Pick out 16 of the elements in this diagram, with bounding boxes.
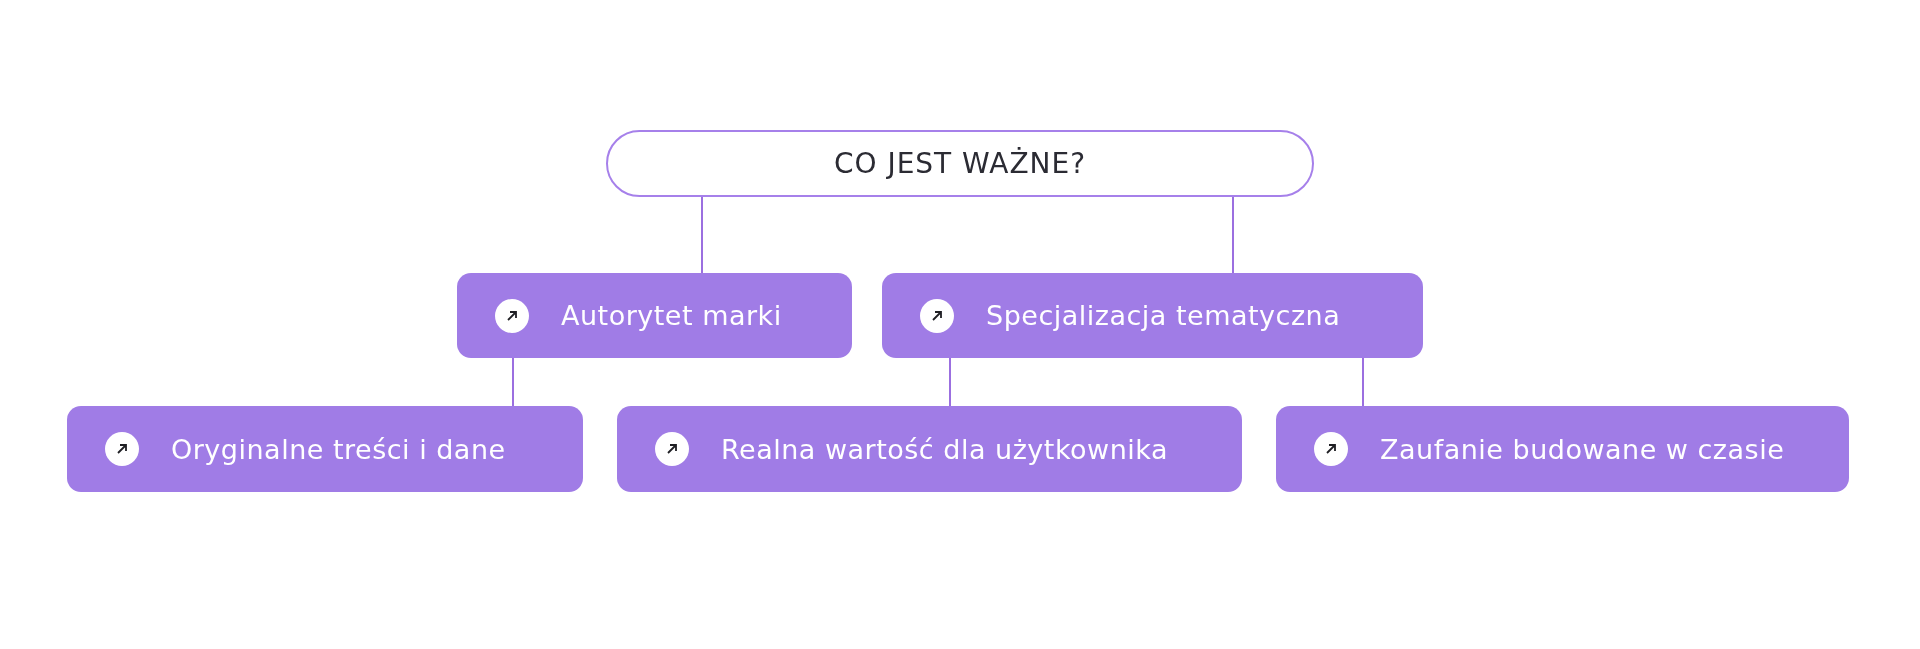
heading-text: CO JEST WAŻNE? (833, 147, 1087, 180)
connector-line (1362, 357, 1364, 407)
connector-line (512, 357, 514, 407)
connector-line (701, 196, 703, 274)
topic-label: Specjalizacja tematyczna (986, 300, 1341, 331)
connector-line (1232, 196, 1234, 274)
connector-line (949, 357, 951, 407)
topic-label: Zaufanie budowane w czasie (1380, 433, 1785, 465)
topic-label: Realna wartość dla użytkownika (721, 433, 1168, 465)
topic-label: Oryginalne treści i dane (171, 433, 506, 465)
topic-box (882, 273, 1423, 358)
topic-box (1276, 406, 1849, 492)
topic-box (617, 406, 1242, 492)
topic-label: Autorytet marki (561, 300, 782, 331)
topic-box (67, 406, 583, 492)
topic-box (457, 273, 852, 358)
